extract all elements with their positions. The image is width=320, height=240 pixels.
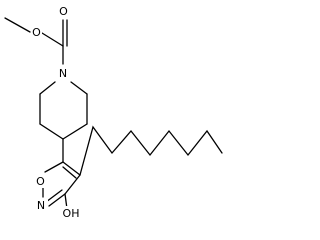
bond-c3-c4 bbox=[64, 174, 81, 195]
octyl-chain bbox=[79, 125, 223, 176]
isoxazole-nitrogen-label: N bbox=[37, 199, 45, 212]
bond-n2-c3-b bbox=[45, 189, 63, 203]
bond-c4-c5 bbox=[62, 123, 88, 140]
bond-c4-c5-a bbox=[62, 161, 81, 176]
piperidine-nitrogen-label: N bbox=[59, 67, 67, 80]
ester-oxygen-label: O bbox=[32, 26, 41, 39]
carbonyl-oxygen-label: O bbox=[59, 5, 68, 18]
bond-methyl-o bbox=[4, 17, 31, 33]
bond-c3-c4 bbox=[39, 123, 64, 140]
bond-c4-c5-b bbox=[62, 166, 77, 179]
structure-diagram: O O N O N OH bbox=[4, 4, 223, 220]
bond-c6-n bbox=[70, 81, 88, 95]
bond-c5-o1 bbox=[44, 161, 64, 173]
bond-n2-c3-a bbox=[48, 193, 66, 207]
bond-n-c2 bbox=[39, 81, 56, 95]
isoxazole-oxygen-label: O bbox=[36, 175, 45, 188]
hydroxyl-label: OH bbox=[63, 207, 80, 220]
bond-o-carbonyl bbox=[41, 32, 64, 47]
